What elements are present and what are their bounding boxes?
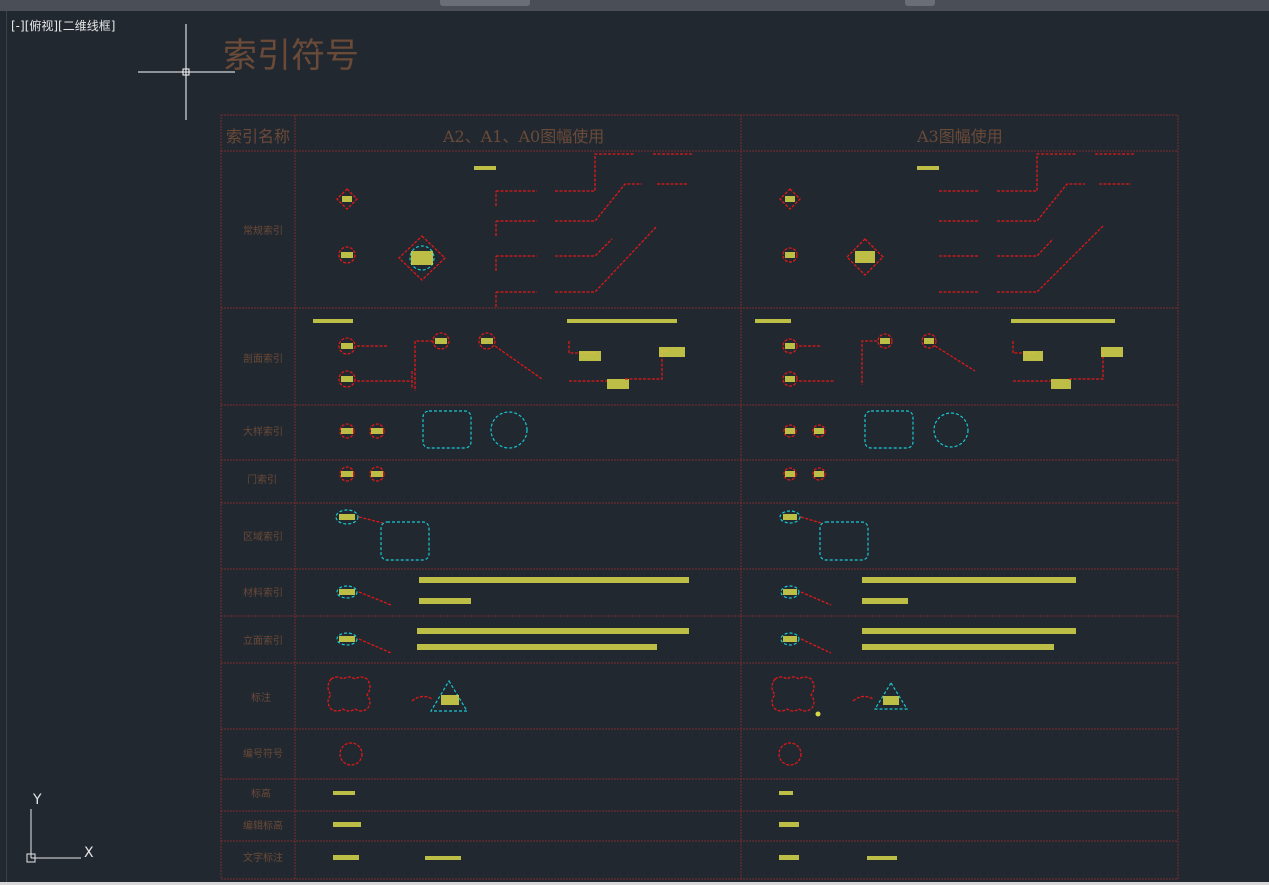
header-name-col: 索引名称 [226,127,290,146]
row-label: 编号符号 [243,747,283,760]
drawing-title: 索引符号 [223,36,359,76]
table-frame [220,114,1179,880]
row-label: 门索引 [247,473,277,486]
tab-strip-hint [905,0,935,6]
row-label: 区域索引 [243,530,283,543]
column-a-symbols [313,153,693,860]
drawing-canvas[interactable]: [-][俯视][二维线框] 索引符号 [6,11,1269,882]
viewport-controls-label[interactable]: [-][俯视][二维线框] [11,19,116,33]
row-label: 剖面索引 [243,352,283,365]
row-label: 标注 [251,691,271,704]
row-label: 文字标注 [243,851,283,864]
header-col-b: A3图幅使用 [916,127,1003,146]
tab-strip-hint [440,0,530,6]
column-b-symbols [755,153,1135,860]
ucs-x-label: X [84,845,94,861]
ucs-icon[interactable]: Y X [26,792,94,863]
crosshair-cursor [138,24,235,120]
row-label: 常规索引 [243,224,283,237]
layout-tabs-bar[interactable] [0,882,1269,885]
row-label: 材料索引 [243,586,283,599]
ucs-y-label: Y [32,792,42,808]
row-label: 大样索引 [243,425,283,438]
cad-drawing[interactable]: 索引符号 索引名称 A2、A1、A0图幅使用 A3图幅使用 常规索引 剖面索引 … [7,11,1269,882]
row-label: 立面索引 [243,634,283,647]
row-label: 编辑标高 [243,819,283,832]
header-col-a: A2、A1、A0图幅使用 [442,127,604,146]
row-label: 标高 [251,787,271,800]
window-top-strip [0,0,1269,11]
